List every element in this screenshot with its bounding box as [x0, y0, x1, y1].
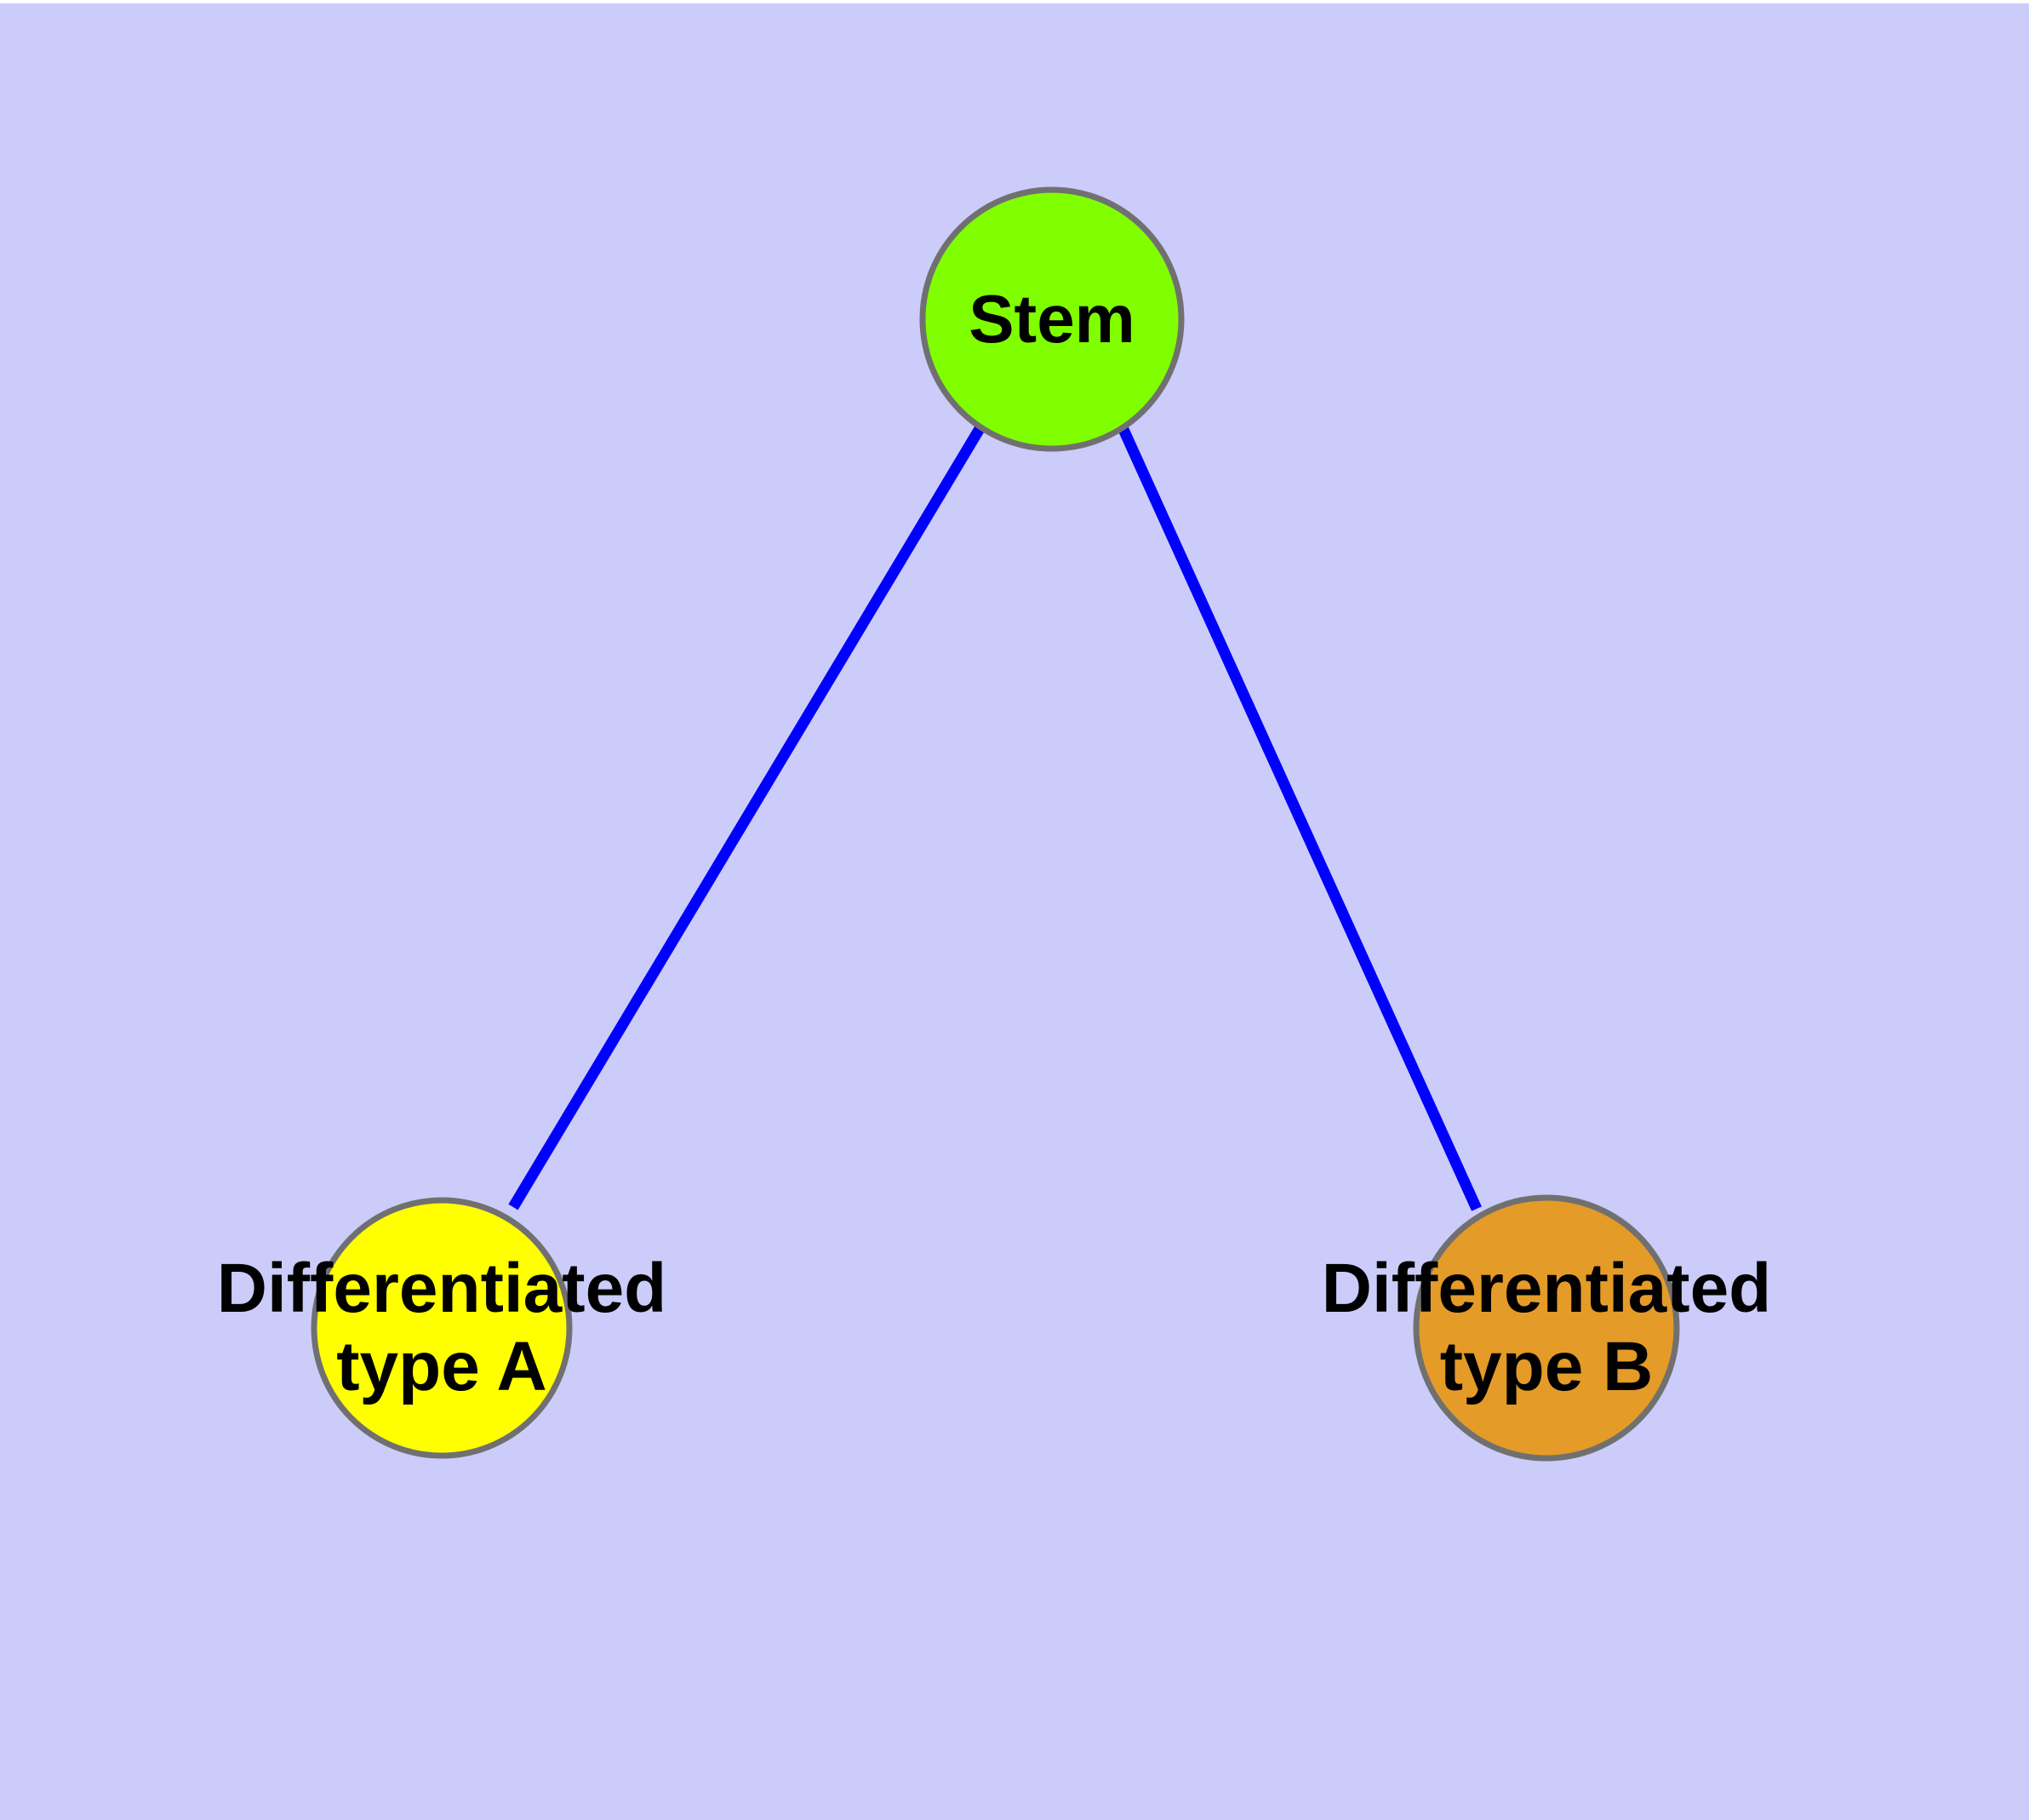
top-margin-strip: [0, 0, 2029, 3]
node-layer: [311, 186, 1680, 1462]
node-stem[interactable]: [919, 186, 1185, 452]
edge-stem-to-type-b[interactable]: [1117, 423, 1482, 1211]
edge-layer: [508, 423, 1482, 1211]
edge-stem-to-type-a[interactable]: [508, 424, 986, 1210]
node-differentiated-type-a[interactable]: [311, 1197, 573, 1459]
node-differentiated-type-b[interactable]: [1413, 1194, 1680, 1462]
